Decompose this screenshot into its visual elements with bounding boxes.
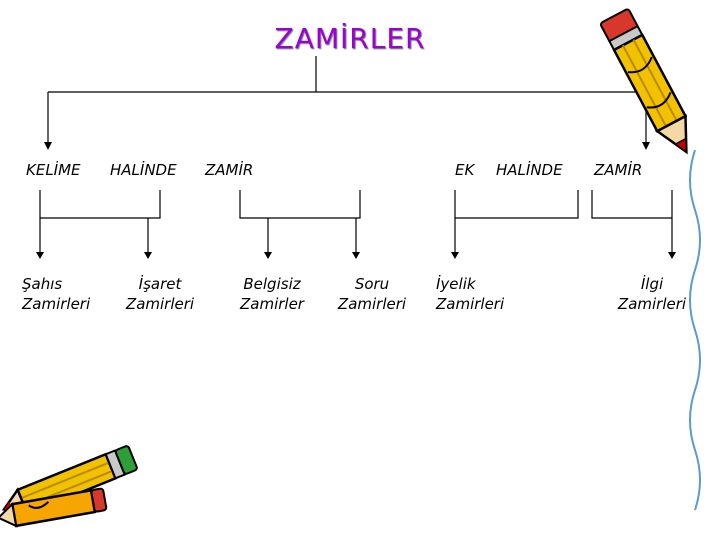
leaf-isaret: İşaret Zamirleri	[118, 274, 202, 314]
leaf-iyelik: İyelik Zamirleri	[436, 274, 520, 314]
pencil-icon-top-right	[600, 8, 688, 155]
right-bracket-b	[591, 190, 673, 219]
arrow-leaf-5	[451, 252, 459, 259]
header-ek: EK	[455, 161, 475, 179]
right-bracket-a	[454, 190, 579, 219]
header-halinde-left: HALİNDE	[110, 161, 177, 179]
leaf-sahis-line2: Zamirleri	[22, 295, 91, 313]
arrow-leaf-1	[36, 252, 44, 259]
pencil-icon-bottom-left	[0, 445, 138, 528]
diagram-title: ZAMİRLER	[274, 22, 426, 55]
middle-bracket	[239, 190, 361, 219]
arrow-leaf-6	[668, 252, 676, 259]
leaf-iyelik-line2: Zamirleri	[436, 295, 505, 313]
leaf-soru-line2: Zamirleri	[337, 295, 407, 313]
arrow-leaf-4	[352, 252, 360, 259]
header-halinde-right: HALİNDE	[496, 161, 563, 179]
header-kelime: KELİME	[26, 161, 81, 179]
paper-edge-decoration	[689, 150, 701, 511]
leaf-ilgi-line1: İlgi	[640, 275, 664, 293]
leaf-iyelik-line1: İyelik	[436, 275, 476, 293]
leaf-sahis-line1: Şahıs	[22, 275, 63, 293]
leaf-ilgi: İlgi Zamirleri	[610, 274, 694, 314]
arrow-leaf-3	[264, 252, 272, 259]
arrow-right-branch	[642, 142, 650, 150]
leaf-belgisiz-line1: Belgisiz	[243, 275, 301, 293]
header-zamir-left: ZAMİR	[205, 161, 254, 179]
arrow-left-branch	[44, 142, 52, 150]
leaf-isaret-line1: İşaret	[138, 275, 182, 293]
leaf-belgisiz-line2: Zamirler	[240, 295, 304, 313]
leaf-soru-line1: Soru	[354, 275, 390, 293]
leaf-soru: Soru Zamirleri	[330, 274, 414, 314]
header-zamir-right: ZAMİR	[594, 161, 643, 179]
leaf-belgisiz: Belgisiz Zamirler	[230, 274, 314, 314]
leaf-isaret-line2: Zamirleri	[125, 295, 195, 313]
left-bracket	[39, 190, 161, 219]
leaf-sahis: Şahıs Zamirleri	[22, 274, 102, 314]
leaf-ilgi-line2: Zamirleri	[617, 295, 687, 313]
arrow-leaf-2	[144, 252, 152, 259]
